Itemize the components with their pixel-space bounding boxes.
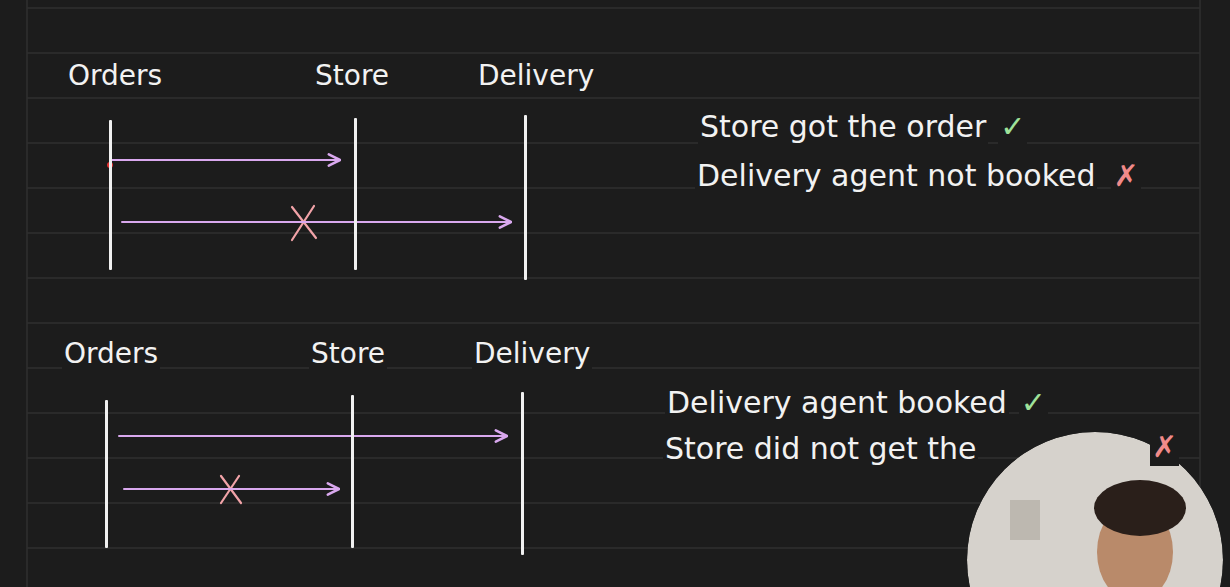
note-text: Store did not get the bbox=[663, 430, 978, 468]
lifeline-heading: Delivery bbox=[472, 336, 592, 371]
lifeline-node: Store bbox=[313, 58, 392, 270]
note-text: Store got the order bbox=[698, 108, 988, 146]
status-mark: ✗ bbox=[1111, 157, 1140, 195]
lifeline-node: Store bbox=[309, 336, 388, 548]
message-arrow bbox=[112, 159, 340, 161]
lifeline bbox=[524, 115, 527, 280]
lifeline-heading: Store bbox=[309, 336, 387, 371]
status-mark: ✓ bbox=[1019, 384, 1048, 422]
lifeline-node: Delivery bbox=[476, 58, 597, 280]
webcam-background bbox=[967, 432, 1223, 587]
message-arrow bbox=[124, 488, 339, 490]
lifeline-heading: Orders bbox=[66, 58, 164, 93]
note-text: Delivery agent booked bbox=[665, 384, 1009, 422]
message-arrow bbox=[122, 221, 511, 223]
status-mark: ✓ bbox=[998, 108, 1027, 146]
note-text: ✗ bbox=[1150, 428, 1179, 466]
lifeline-heading: Store bbox=[313, 58, 391, 93]
webcam-overlay bbox=[967, 432, 1230, 587]
lifeline bbox=[105, 400, 108, 548]
lifeline bbox=[354, 118, 357, 270]
lifeline bbox=[521, 392, 524, 555]
lifeline-node: Orders bbox=[66, 58, 165, 270]
lifeline-heading: Orders bbox=[62, 336, 160, 371]
webcam-wall-item bbox=[1010, 500, 1040, 540]
lifeline bbox=[109, 120, 112, 270]
note-text: Delivery agent not booked bbox=[695, 157, 1097, 195]
lifeline-heading: Delivery bbox=[476, 58, 596, 93]
message-arrow bbox=[119, 435, 507, 437]
webcam-hair bbox=[1094, 480, 1186, 536]
lifeline-node: Delivery bbox=[472, 336, 593, 555]
lifeline-node: Orders bbox=[62, 336, 161, 548]
lifeline bbox=[351, 395, 354, 548]
